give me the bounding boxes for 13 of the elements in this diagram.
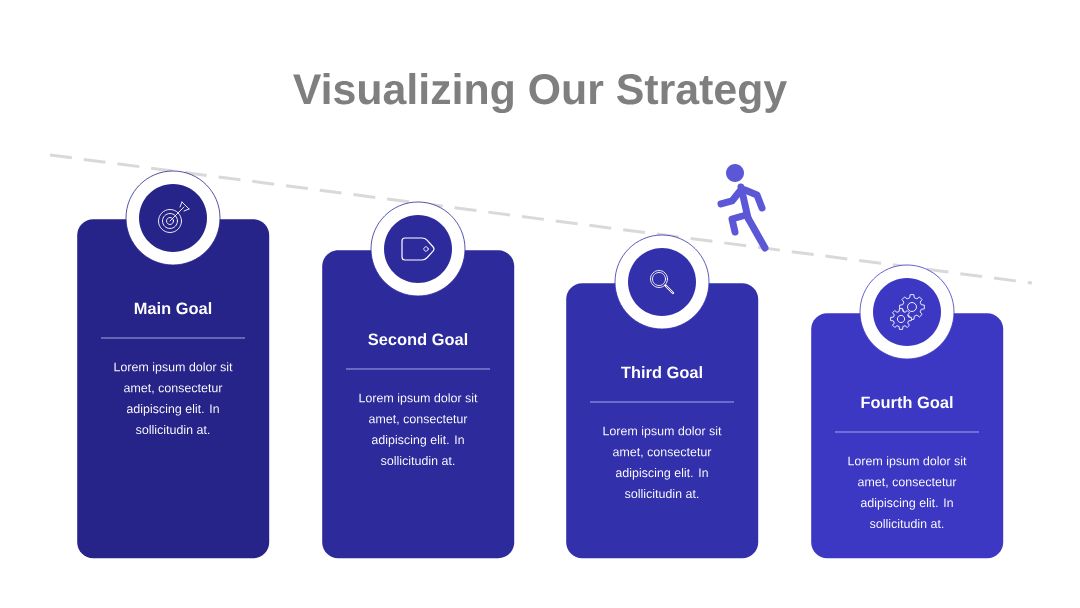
card-heading: Third Goal: [621, 366, 702, 379]
card-heading: Main Goal: [134, 302, 212, 315]
goal-card: [566, 283, 759, 559]
card-text: Lorem ipsum dolor sit amet, consectetur adipiscing elit. In sollicitudin at.: [359, 393, 478, 466]
card-heading: Second Goal: [368, 333, 468, 346]
title: Visualizing Our Strategy: [293, 72, 787, 114]
card-text: Lorem ipsum dolor sit amet, consectetur adipiscing elit. In sollicitudin at.: [848, 456, 967, 529]
card-text: Lorem ipsum dolor sit amet, consectetur adipiscing elit. In sollicitudin at.: [603, 426, 722, 499]
goal-card: [811, 313, 1004, 559]
card-text: Lorem ipsum dolor sit amet, consectetur adipiscing elit. In sollicitudin at.: [114, 362, 233, 435]
card-heading: Fourth Goal: [861, 396, 953, 409]
goal-card: [322, 250, 515, 559]
goal-card: [77, 219, 270, 559]
